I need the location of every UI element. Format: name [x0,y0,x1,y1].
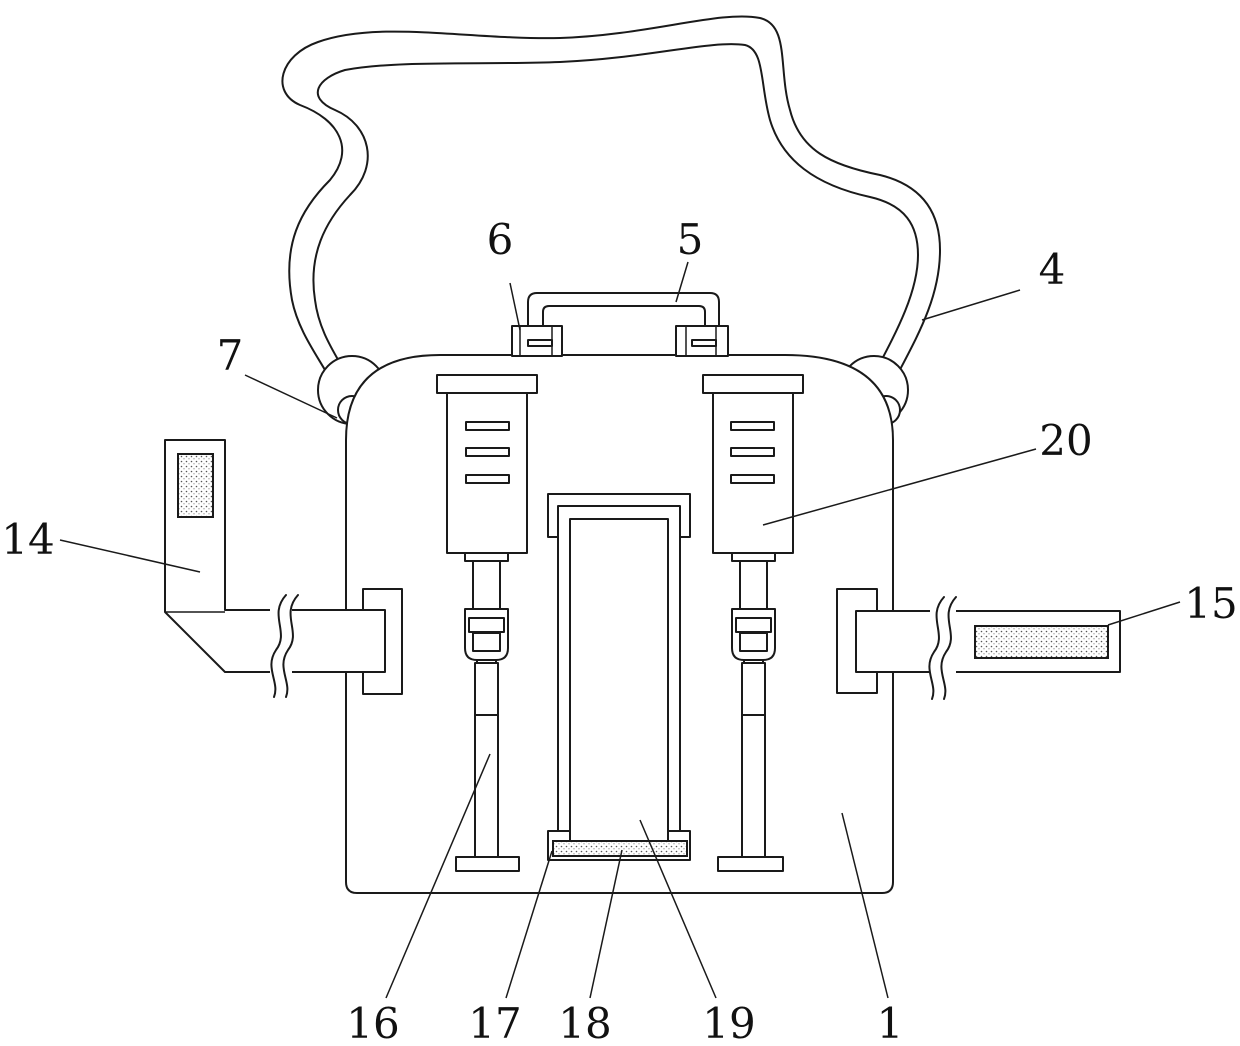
label-16: 16 [346,999,399,1046]
center-pocket [548,494,690,860]
label-19: 19 [702,999,755,1046]
handle-clip-left [512,326,562,356]
velcro-patch-right [975,626,1108,658]
label-6: 6 [487,215,514,264]
label-18: 18 [558,999,611,1046]
handle-clip-right [676,326,728,356]
shoulder-strap [282,16,940,406]
label-5: 5 [677,215,704,264]
label-17: 17 [468,999,521,1046]
label-7: 7 [217,331,244,380]
label-1: 1 [877,999,904,1046]
label-15: 15 [1184,579,1237,628]
label-4: 4 [1039,245,1066,294]
pocket-base-pad [553,841,687,856]
label-20: 20 [1039,416,1092,465]
velcro-patch-left [178,454,213,517]
label-14: 14 [1,515,54,564]
